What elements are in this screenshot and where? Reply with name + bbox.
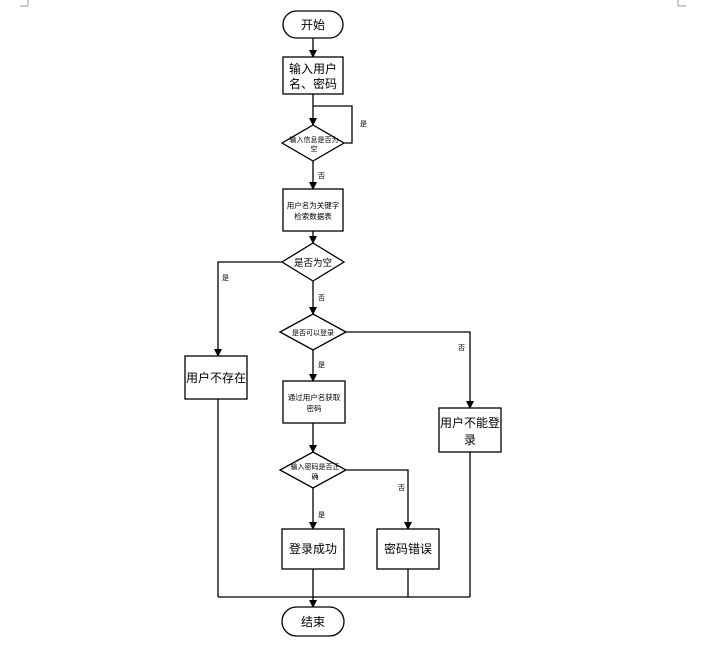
arrow-canlogin-no-to-cannot [346,331,474,409]
start-label: 开始 [301,18,325,32]
label-no-canlogin: 否 [458,344,465,352]
check-empty-input-line1: 输入信息是否为 [290,135,339,144]
branch-labels: 是 否 是 否 否 是 否 是 [222,120,465,519]
user-not-exist-label: 用户不存在 [186,370,246,385]
password-correct-line1: 输入密码是否正 [291,462,340,471]
label-no-check: 否 [318,172,325,180]
page-corner-marks [20,0,686,7]
search-table-node: 用户名为关键字 检索数据表 [282,188,344,232]
label-yes-empty: 是 [222,274,229,282]
get-password-line1: 通过用户名获取 [288,392,341,402]
login-success-node: 登录成功 [281,528,345,570]
check-empty-input-line2: 空 [311,144,318,153]
label-yes-loop: 是 [360,120,367,128]
label-no-empty: 否 [318,294,325,302]
password-correct-decision: 输入密码是否正 确 [278,451,348,489]
input-label-line2: 名、密码 [289,76,337,91]
is-empty-label: 是否为空 [294,257,332,269]
password-error-node: 密码错误 [376,528,440,570]
password-correct-line2: 确 [312,472,319,481]
can-login-label: 是否可以登录 [292,328,334,337]
connectors [214,38,474,608]
arrow-empty-yes-to-not-exist [214,261,283,357]
end-label: 结束 [301,615,325,629]
label-yes-pwd: 是 [318,511,325,519]
get-password-line2: 密码 [307,403,322,413]
label-no-pwd: 否 [398,484,405,492]
user-not-exist-node: 用户不存在 [184,355,248,400]
get-password-node: 通过用户名获取 密码 [282,380,346,424]
can-login-decision: 是否可以登录 [278,313,348,351]
end-node: 结束 [281,606,345,637]
user-cannot-login-line2: 录 [464,433,476,447]
password-error-label: 密码错误 [384,541,432,556]
user-cannot-login-line1: 用户不能登 [440,415,500,430]
arrow-pwdcheck-no-to-error [346,469,412,530]
check-empty-input-decision: 输入信息是否为 空 [280,124,346,162]
input-node: 输入用户 名、密码 [282,56,344,95]
user-cannot-login-node: 用户不能登 录 [438,407,502,453]
login-success-label: 登录成功 [289,541,337,556]
search-table-line1: 用户名为关键字 [287,200,340,210]
loop-yes-back-to-input [313,105,353,144]
is-empty-decision: 是否为空 [280,242,346,282]
start-node: 开始 [282,10,344,39]
label-yes-canlogin: 是 [318,361,325,369]
input-label-line1: 输入用户 [289,61,337,76]
search-table-line2: 检索数据表 [294,211,332,221]
